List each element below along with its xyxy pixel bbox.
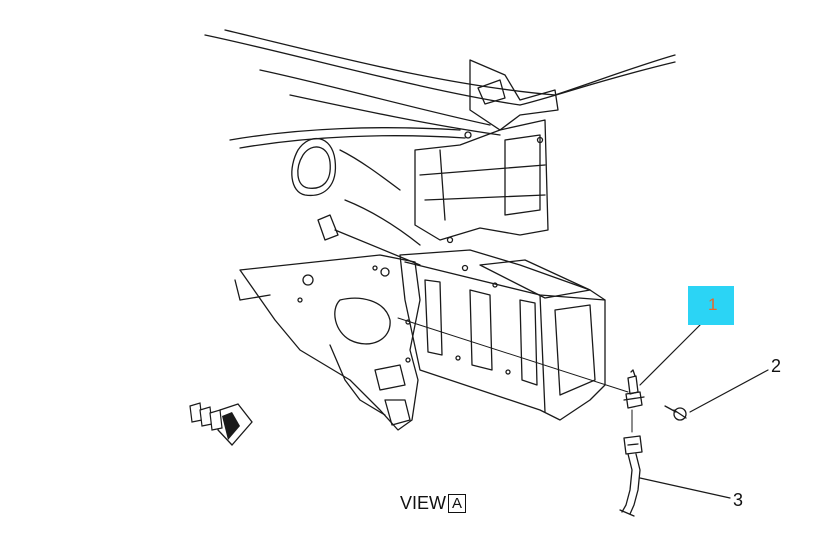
view-label: VIEW A	[400, 493, 467, 514]
push-pin-retainer	[664, 405, 687, 421]
assembly-line	[397, 317, 629, 393]
wiring-harness	[619, 435, 643, 517]
leader-line-3	[639, 477, 731, 499]
fender-outline	[204, 29, 676, 149]
sensor-bracket-box	[399, 249, 606, 421]
leader-line-1	[639, 314, 711, 386]
callout-2-label: 2	[771, 356, 782, 376]
view-word: VIEW	[400, 493, 447, 513]
bracket-panel	[239, 254, 421, 431]
wheelhouse-opening	[291, 137, 421, 266]
inner-structure	[414, 59, 559, 244]
callout-1-label: 1	[708, 295, 718, 314]
front-arrow-icon	[189, 402, 253, 446]
view-letter-box: A	[448, 494, 467, 513]
lower-edge	[234, 279, 386, 416]
leader-line-2	[689, 369, 769, 413]
sensor-part	[623, 369, 645, 409]
callout-3-label: 3	[733, 490, 744, 510]
callout-1-highlight	[688, 286, 734, 325]
